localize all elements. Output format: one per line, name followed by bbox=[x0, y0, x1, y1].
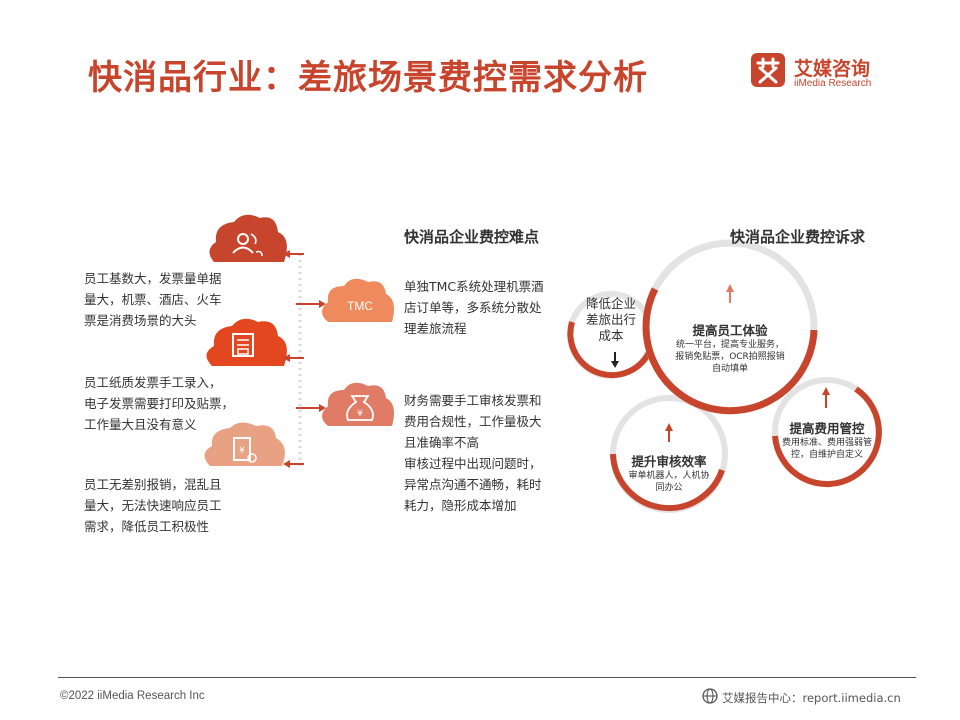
arrow-connector-1 bbox=[283, 250, 304, 258]
svg-text:¥: ¥ bbox=[239, 446, 245, 456]
page-title: 快消品行业：差旅场景费控需求分析 bbox=[88, 58, 648, 98]
cloud-receipt-icon: ¥ bbox=[204, 422, 285, 466]
circle-audit-label: 提升审核效率 审单机器人，人机协 同办公 bbox=[628, 454, 710, 493]
circle-control-label: 提高费用管控 费用标准、费用强弱管 控，自维护自定义 bbox=[781, 421, 872, 460]
svg-text:¥: ¥ bbox=[357, 409, 363, 419]
circle-control-arc bbox=[772, 386, 882, 488]
globe-icon bbox=[702, 688, 718, 704]
cloud-printer-icon bbox=[206, 318, 287, 366]
arrow-to-tmc bbox=[296, 300, 326, 308]
circle-audit-arc bbox=[610, 453, 725, 512]
arrow-up-control-icon bbox=[822, 387, 830, 408]
cloud-user-icon bbox=[209, 214, 287, 262]
arrow-to-money bbox=[296, 404, 326, 412]
copyright-text: ©2022 iiMedia Research Inc bbox=[60, 690, 205, 702]
footer-divider bbox=[58, 677, 916, 678]
source-link[interactable]: 艾媒报告中心：report.iimedia.cn bbox=[722, 691, 901, 705]
difficulty-1-text: 单独TMC系统处理机票酒 店订单等，多系统分散处 理差旅流程 bbox=[404, 279, 544, 336]
logo-text-cn: 艾媒咨询 bbox=[794, 58, 871, 80]
left-item-2-text: 员工纸质发票手工录入， 电子发票需要打印及贴票， 工作量大且没有意义 bbox=[84, 375, 235, 432]
arrow-connector-3 bbox=[283, 460, 304, 468]
arrow-down-cost-icon bbox=[611, 352, 619, 368]
logo-text-en: iiMedia Research bbox=[794, 78, 872, 89]
tmc-label: TMC bbox=[347, 299, 373, 313]
logo-mark-icon bbox=[751, 53, 785, 87]
left-item-3-text: 员工无差别报销，混乱且 量大，无法快速响应员工 需求，降低员工积极性 bbox=[84, 477, 222, 534]
circle-cost-arc bbox=[567, 321, 655, 379]
arrow-up-audit-icon bbox=[665, 423, 673, 442]
brand-logo: 艾媒咨询 iiMedia Research bbox=[750, 52, 900, 92]
circle-cost-label: 降低企业 差旅出行 成本 bbox=[585, 296, 636, 343]
cloud-money-bag-icon: ¥ bbox=[322, 382, 394, 426]
arrow-up-experience-icon bbox=[726, 284, 734, 303]
cloud-tmc-icon bbox=[322, 278, 394, 322]
difficulty-2-text: 财务需要手工审核发票和 费用合规性，工作量极大 且准确率不高 审核过程中出现问题… bbox=[404, 393, 542, 513]
circle-experience-arc bbox=[642, 287, 818, 415]
left-item-1-text: 员工基数大，发票量单据 量大，机票、酒店、火车 票是消费场景的大头 bbox=[84, 271, 222, 328]
arrow-connector-2 bbox=[283, 354, 304, 362]
difficulties-title: 快消品企业费控难点 bbox=[404, 228, 540, 246]
demands-title: 快消品企业费控诉求 bbox=[730, 228, 866, 246]
circle-experience-label: 提高员工体验 统一平台，提高专业服务， 报销免贴票，OCR拍照报销 自动填单 bbox=[675, 323, 785, 374]
